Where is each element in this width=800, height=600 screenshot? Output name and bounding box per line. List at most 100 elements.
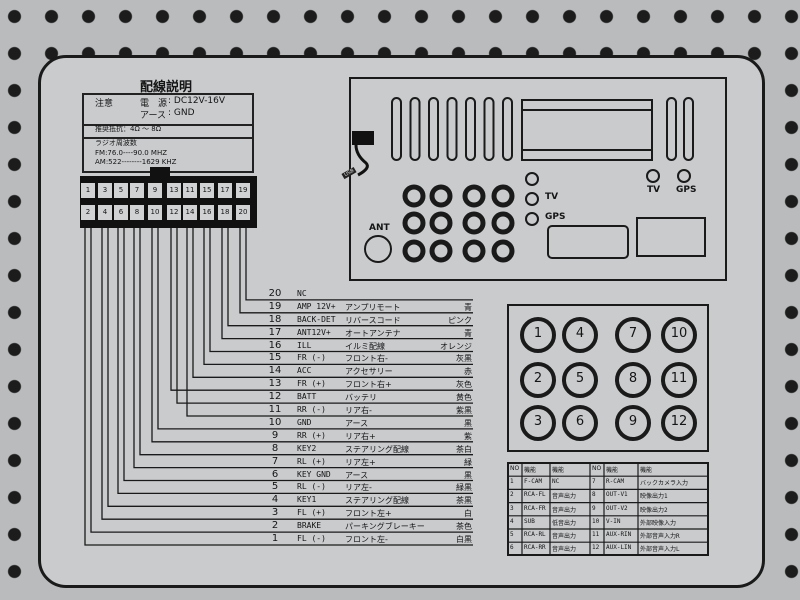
rca-jack	[661, 317, 697, 353]
table-cell: V-IN	[606, 517, 621, 525]
radio-title: ラジオ周波数	[95, 139, 137, 147]
wire-line	[157, 228, 473, 430]
wire-code: FL (-)	[297, 534, 326, 543]
wire-number: 15	[268, 352, 282, 364]
table-cell: バックカメラ入力	[640, 480, 689, 488]
rca-jack-number: 10	[670, 326, 688, 341]
rca-jack	[615, 317, 651, 353]
pin-number: 17	[220, 186, 230, 194]
rca-jack-port	[402, 184, 426, 208]
connector-pin	[200, 205, 214, 220]
rear-panel-outline	[349, 77, 727, 281]
rca-jack-number: 9	[628, 414, 638, 429]
table-cell: 外部映像入力	[640, 519, 677, 527]
vent-slot	[502, 97, 513, 161]
table-cell: NC	[552, 478, 560, 486]
vent-slot	[409, 97, 421, 161]
table-cell: 10	[592, 517, 600, 525]
wire-color: 黒	[464, 418, 472, 428]
connector-pin	[98, 205, 112, 220]
rca-jack-number: 8	[628, 371, 638, 386]
wire-line	[139, 228, 473, 456]
rca-jack	[562, 362, 598, 398]
table-header: 機能	[640, 467, 653, 474]
wire-function: リア右+	[345, 431, 376, 441]
wire-function: オートアンテナ	[345, 328, 401, 338]
connector-pin	[183, 205, 197, 220]
pin-number: 14	[185, 208, 195, 216]
wire-function: バッテリ	[345, 393, 377, 403]
wire-function: リバースコード	[345, 315, 401, 325]
wire-number: 11	[268, 404, 282, 415]
wire-line	[84, 228, 473, 546]
wire-color: 黒	[464, 470, 472, 480]
rca-jack	[562, 405, 598, 441]
pin-number: 20	[238, 208, 248, 216]
wire-code: ANT12V+	[297, 327, 331, 337]
table-cell: 外部音声入力L	[640, 546, 680, 554]
rca-jack	[520, 317, 556, 353]
am-range: AM:522--------1629 KHZ	[95, 158, 177, 166]
wire-code: FR (-)	[297, 353, 326, 363]
wire-code: BACK-DET	[297, 314, 336, 324]
rca-jack	[520, 405, 556, 441]
pin-number: 19	[238, 186, 248, 194]
table-cell: 7	[592, 478, 596, 486]
pin-number: 4	[102, 208, 108, 216]
wire-line	[176, 228, 473, 404]
pin-number: 2	[85, 208, 91, 216]
fm-range: FM:76.0----90.0 MHZ	[95, 149, 168, 157]
pin-number: 9	[152, 186, 158, 194]
vent-slot	[666, 97, 677, 161]
wire-number: 18	[268, 313, 282, 325]
wire-number: 13	[268, 378, 282, 390]
table-cell: AUX-LIN	[606, 544, 632, 552]
pin-number: 13	[169, 186, 179, 194]
tv-label-2: TV	[647, 185, 661, 195]
rca-jack	[520, 362, 556, 398]
wire-number: 17	[268, 326, 282, 338]
wire-number: 1	[271, 533, 279, 544]
table-cell: 音声出力	[552, 546, 577, 554]
wire-function: イルミ配線	[345, 341, 385, 351]
wire-line	[186, 228, 473, 417]
wire-color: 紫黒	[456, 406, 472, 415]
power-value: : DC12V-16V	[168, 96, 226, 106]
connector-pin	[114, 183, 128, 198]
wire-function: リア右-	[345, 406, 372, 415]
wire-number: 12	[268, 391, 282, 403]
wire-code: RL (-)	[297, 482, 326, 492]
round-port	[525, 172, 539, 186]
table-cell: 外部音声入力R	[640, 533, 680, 540]
wire-number: 9	[271, 429, 279, 441]
table-cell: 11	[592, 531, 600, 538]
pin-number: 1	[85, 186, 91, 194]
wire-number: 5	[271, 481, 279, 493]
table-cell: 音声出力	[552, 493, 577, 501]
pin-number: 15	[202, 186, 212, 194]
wire-code: BATT	[297, 392, 317, 402]
wire-code: KEY2	[297, 443, 317, 453]
wire-color: 茶黒	[456, 496, 472, 506]
wire-code: BRAKE	[297, 521, 322, 531]
wire-function: フロント左-	[345, 535, 388, 544]
usb-cable	[354, 144, 369, 177]
wire-function: ステアリング配線	[345, 444, 409, 454]
wire-color: ピンク	[448, 315, 472, 325]
table-cell: RCA-RL	[524, 531, 546, 538]
wire-code: GND	[297, 417, 312, 427]
wire-code: AMP 12V+	[297, 301, 336, 311]
wire-line	[192, 228, 473, 378]
table-cell: 6	[510, 544, 514, 552]
wire-line	[133, 228, 473, 469]
wire-line	[203, 228, 473, 366]
rca-jack-number: 4	[575, 326, 585, 341]
table-header: 機能	[524, 467, 537, 474]
connector-pin	[81, 183, 95, 198]
wire-color: 青	[464, 328, 472, 338]
table-cell: 1	[510, 478, 514, 486]
gps-label-2: GPS	[676, 185, 697, 195]
rca-jack-port	[462, 239, 486, 263]
wire-line	[151, 228, 473, 443]
table-cell: 映像出力2	[640, 506, 668, 514]
